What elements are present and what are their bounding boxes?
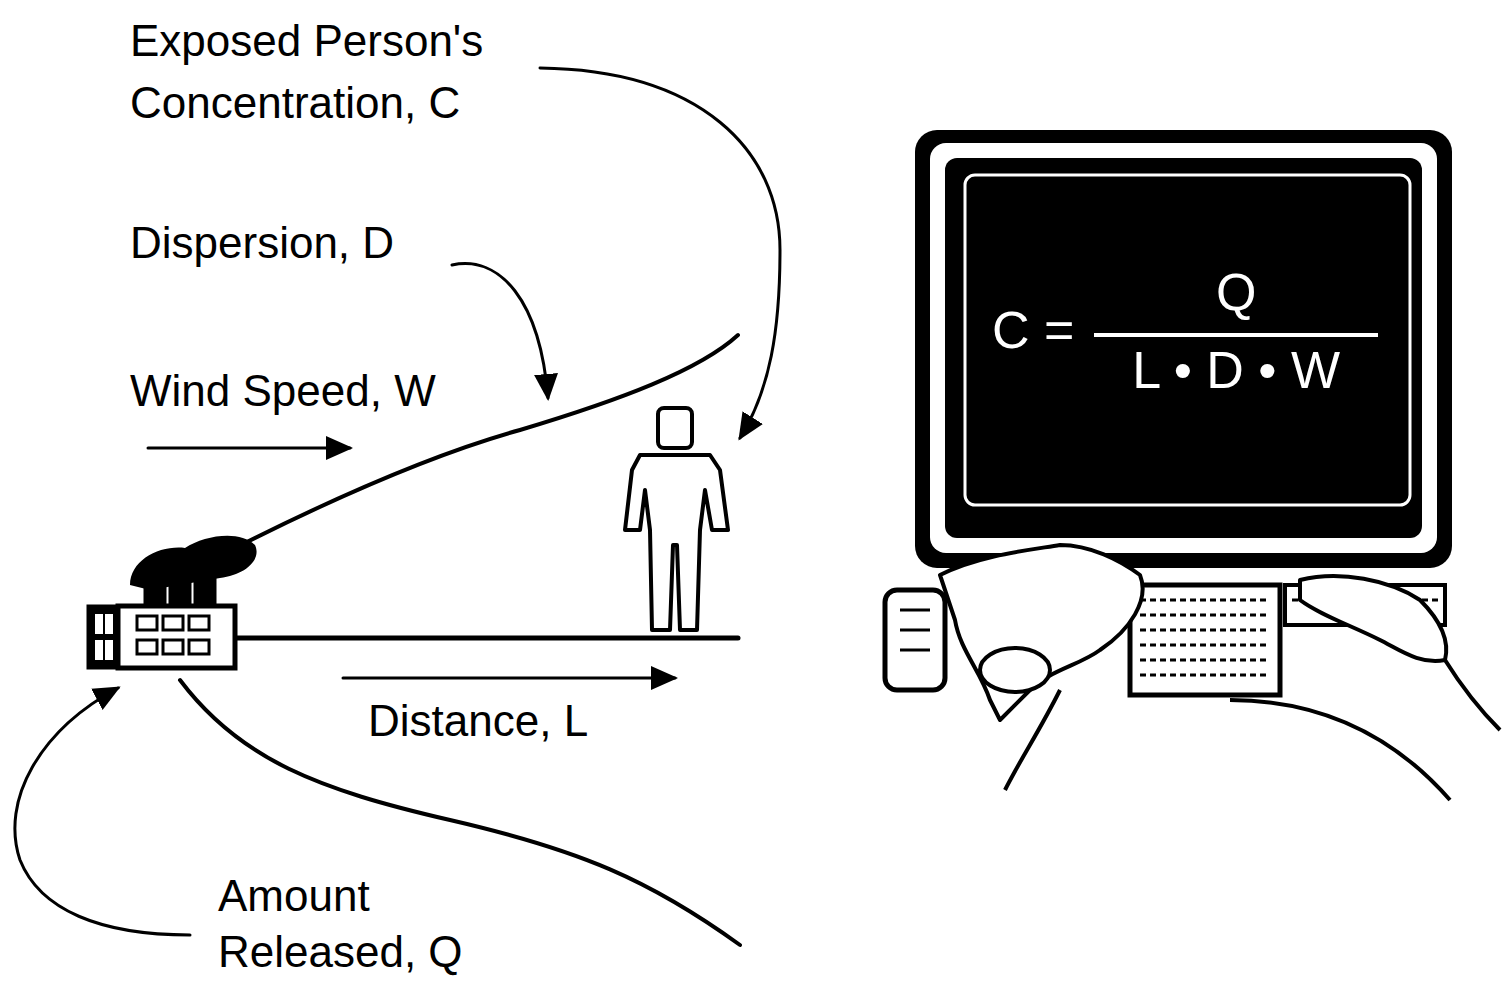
ground-line — [235, 636, 738, 641]
leader-line — [540, 68, 780, 438]
callout-label: Dispersion, D — [130, 212, 490, 274]
callout-label: Amount Released, Q — [218, 868, 538, 980]
wind-arrow — [148, 447, 350, 450]
person — [625, 408, 728, 630]
distance-arrow — [343, 677, 675, 680]
hands — [940, 545, 1500, 800]
leader-line — [15, 688, 190, 935]
callout-label: Distance, L — [368, 690, 688, 752]
formula-text: C = — [992, 300, 1074, 360]
formula-text: Q — [1216, 262, 1256, 322]
monitor-screen: C = Q L • D • W — [972, 182, 1403, 498]
factory — [88, 575, 235, 668]
leader-line — [452, 264, 548, 398]
computer-monitor — [915, 130, 1452, 568]
fraction-bar — [1094, 333, 1378, 337]
callout-label: Wind Speed, W — [130, 360, 510, 422]
callout-label: Exposed Person's Concentration, C — [130, 10, 570, 134]
formula-text: L • D • W — [1132, 340, 1340, 400]
